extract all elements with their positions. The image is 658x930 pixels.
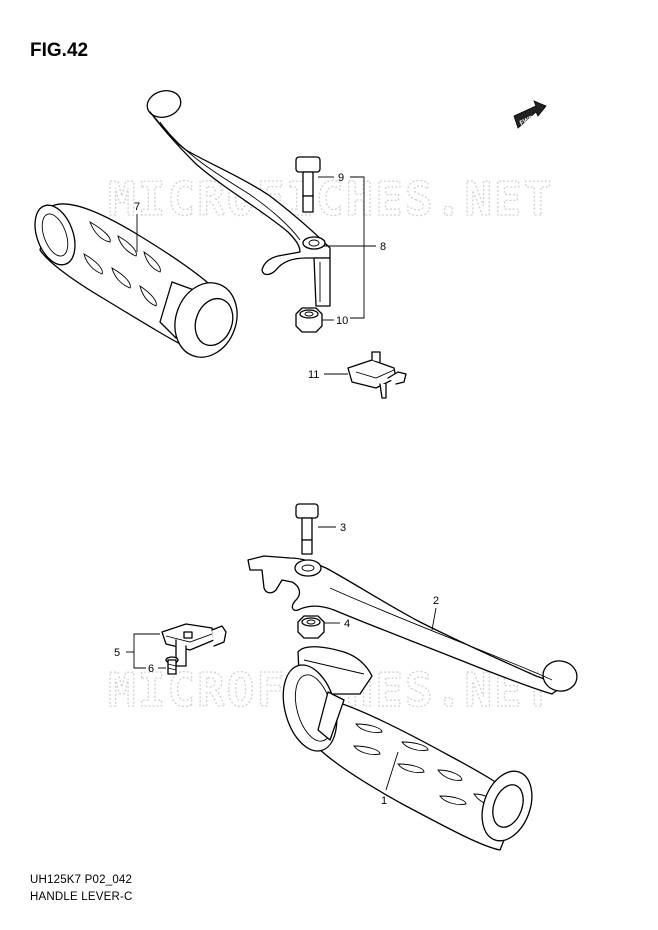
nut-10 — [295, 307, 323, 333]
bolt-9 — [295, 156, 321, 213]
callout-9: 9 — [338, 172, 344, 184]
bolt-3 — [295, 503, 319, 555]
fwd-arrow-icon: FWD — [513, 100, 547, 129]
clutch-lever-8 — [146, 90, 331, 307]
figure-label: FIG.42 — [30, 40, 89, 61]
callout-11: 11 — [308, 369, 319, 381]
callout-4: 4 — [344, 618, 350, 630]
figure-name: HANDLE LEVER-C — [30, 891, 133, 903]
brake-lever-2 — [247, 555, 578, 695]
callout-2: 2 — [433, 595, 439, 607]
brake-switch-5 — [161, 623, 227, 667]
callout-7: 7 — [134, 201, 140, 213]
watermark-top: MICROFICHES.NET — [108, 172, 553, 226]
callout-10: 10 — [336, 315, 348, 327]
callout-3: 3 — [340, 522, 346, 534]
callout-5: 5 — [114, 647, 120, 659]
clutch-switch-11 — [347, 351, 407, 399]
callout-1: 1 — [381, 795, 387, 807]
throttle-grip-1 — [282, 646, 533, 851]
callout-8: 8 — [380, 241, 386, 253]
screw-6 — [165, 656, 179, 675]
nut-4 — [297, 615, 325, 639]
handle-grip-7 — [34, 203, 238, 358]
figure-code: UH125K7 P02_042 — [30, 874, 133, 886]
callout-6: 6 — [148, 663, 154, 675]
callouts: 9 8 10 7 11 3 2 4 5 6 — [114, 172, 439, 807]
